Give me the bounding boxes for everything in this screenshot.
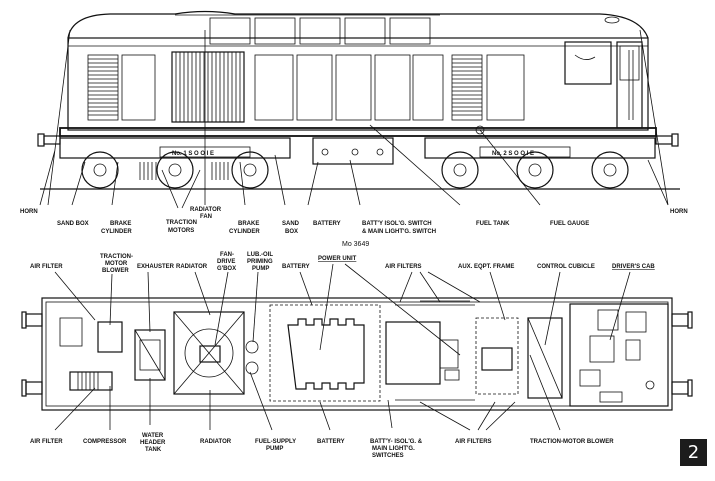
label-batt-isol-switches: BATT'Y- ISOL'G. & [370,439,423,445]
plan-view: AIR FILTER TRACTION- MOTOR BLOWER EXHAUS… [21,252,693,459]
label-traction-motor-blower-left: TRACTION- [100,254,133,260]
compressor [69,371,113,391]
label-control-cubicle: CONTROL CUBICLE [537,264,595,270]
label-compressor: COMPRESSOR [83,439,127,445]
label-water-header-2: HEADER [140,440,166,446]
label-batt-isol-switches-2: MAIN LIGHT'G. [372,446,415,452]
label-power-unit: POWER UNIT [318,256,357,262]
plan-frame [41,297,673,411]
label-batt-switch-2: & MAIN LIGHT'G. SWITCH [362,229,436,235]
label-traction-motor-blower-right: TRACTION-MOTOR BLOWER [530,439,614,445]
label-batt-switch: BATT'Y ISOL'G. SWITCH [362,221,432,227]
label-traction-motors: TRACTION [166,220,197,226]
louvre-right [451,54,483,121]
label-water-header-3: TANK [145,447,162,453]
label-brake-cylinder-left-2: CYLINDER [101,229,132,235]
label-lub-oil: LUB.-OIL [247,252,273,258]
cab [564,16,643,129]
label-brake-cylinder-right: BRAKE [238,221,259,227]
label-sand-box-right: SAND [282,221,300,227]
body-outline [67,37,649,131]
control-cubicle [527,317,563,399]
label-brake-cylinder-left: BRAKE [110,221,131,227]
label-fuel-supply-pump: FUEL-SUPPLY [255,439,296,445]
label-battery-top: BATTERY [282,264,310,270]
label-battery-side: BATTERY [313,221,341,227]
drawing-number: Mo 3649 [342,241,369,248]
label-traction-motor-blower-left-2: MOTOR [105,261,128,267]
label-lub-oil-2: PRIMING [247,259,273,265]
drivers-cab-plan [569,303,669,407]
label-radiator-fan-2: FAN [200,214,212,220]
label-air-filter-bottom: AIR FILTER [30,439,63,445]
label-radiator-fan: RADIATOR [190,207,222,213]
label-batt-isol-switches-3: SWITCHES [372,453,404,459]
radiator-plan [173,311,245,395]
label-horn-left: HORN [20,209,38,215]
bogie-2-plate: No. 2 S O O I E [492,151,534,157]
label-drivers-cab: DRIVER'S CAB [612,264,655,270]
label-fuel-supply-pump-2: PUMP [266,446,283,452]
label-sand-box-left: SAND BOX [57,221,89,227]
label-fuel-tank: FUEL TANK [476,221,510,227]
label-air-filters-top: AIR FILTERS [385,264,422,270]
battery-box-side [312,137,394,165]
bogie-1: No. 1 S O O I E [59,137,291,189]
label-horn-right: HORN [670,209,688,215]
label-aux-eqpt-frame: AUX. EQPT. FRAME [458,264,514,270]
label-fan-drive-2: DRIVE [217,259,235,265]
label-fan-drive: FAN- [220,252,234,258]
bogie-1-plate: No. 1 S O O I E [172,151,214,157]
label-traction-motors-2: MOTORS [168,228,194,234]
label-air-filters-bottom: AIR FILTERS [455,439,492,445]
label-fuel-gauge: FUEL GAUGE [550,221,589,227]
label-water-header: WATER [142,433,164,439]
louvre-left [87,54,119,121]
label-fan-drive-3: G'BOX [217,266,236,272]
side-elevation: No. 1 S O O I E No. 2 S O O I E [20,10,688,235]
label-sand-box-right-2: BOX [285,229,298,235]
label-radiator-bottom: RADIATOR [200,439,232,445]
page-number-badge: 2 [680,439,707,466]
label-brake-cylinder-right-2: CYLINDER [229,229,260,235]
bogie-2: No. 2 S O O I E [424,125,656,189]
label-lub-oil-3: PUMP [252,266,269,272]
label-exhauster: EXHAUSTER [137,264,175,270]
radiator-grille [171,51,245,123]
buffers-plan [21,311,693,397]
label-battery-bottom: BATTERY [317,439,345,445]
buffers-side [37,133,679,147]
roof-outline [67,10,649,39]
label-air-filter-top: AIR FILTER [30,264,63,270]
power-unit [269,304,460,402]
label-radiator-top: RADIATOR [176,264,208,270]
label-traction-motor-blower-left-3: BLOWER [102,268,129,274]
